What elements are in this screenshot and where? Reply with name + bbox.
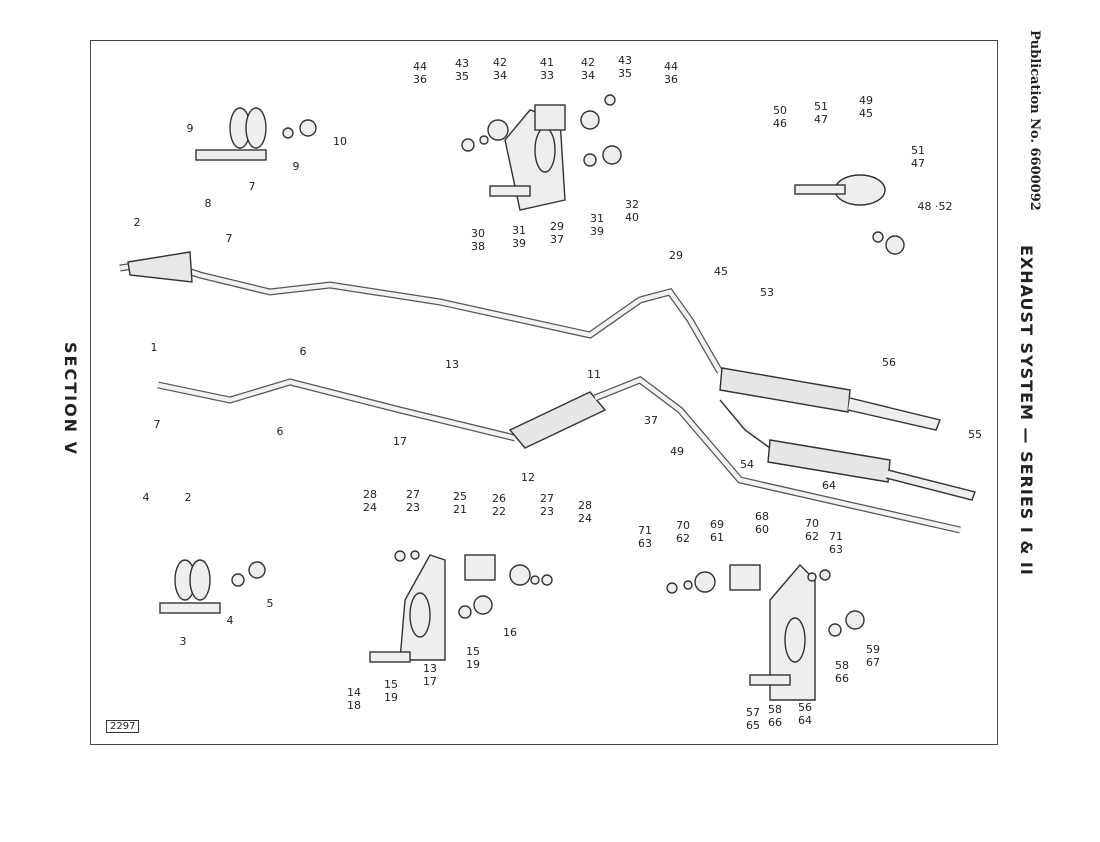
callout-36: 17 [393,435,407,448]
callout-62: 70 62 [805,517,819,543]
callout-2: 10 [333,135,347,148]
callout-64: 59 67 [866,643,880,669]
callout-17: 30 38 [471,227,485,253]
callout-7: 43 35 [455,57,469,83]
callout-66: 57 65 [746,706,760,732]
front-silencer [127,251,193,283]
tail-pipe-lower [719,399,976,501]
callout-24: 7 [225,232,233,245]
callout-23: 2 [133,216,141,229]
callout-67: 58 66 [768,703,782,729]
clamp-top-right [794,174,905,255]
callout-47: 28 24 [363,488,377,514]
callout-9: 41 33 [540,56,554,82]
callout-46: 3 [179,635,187,648]
callout-3: 9 [292,160,300,173]
mounting-bottom-right [666,563,865,701]
callout-49: 25 21 [453,490,467,516]
callout-15: 29 37 [550,220,564,246]
callout-32: 56 [882,356,896,369]
callout-51: 27 23 [540,492,554,518]
tail-pipe-upper [847,397,941,431]
callout-1: 9 [186,122,194,135]
callout-50: 26 22 [492,492,506,518]
intermediate-silencer [508,391,607,449]
callout-37: 12 [521,471,535,484]
callout-21: 51 47 [911,144,925,170]
callout-8: 42 34 [493,56,507,82]
callout-42: 4 [142,491,150,504]
callout-43: 2 [184,491,192,504]
callout-45: 4 [226,614,234,627]
callout-38: 37 [644,414,658,427]
callout-20: 49 45 [859,94,873,120]
callout-48: 27 23 [406,488,420,514]
rear-silencer [767,439,891,483]
callout-65: 58 66 [835,659,849,685]
callout-39: 49 [670,445,684,458]
callout-60: 69 61 [710,518,724,544]
callout-4: 7 [248,180,256,193]
callout-44: 5 [266,597,274,610]
clamp-bottom-left [159,559,266,614]
callout-6: 44 36 [413,60,427,86]
callout-18: 50 46 [773,104,787,130]
section-label: SECTION V [61,342,80,457]
callout-54: 15 19 [466,645,480,671]
callout-34: 7 [153,418,161,431]
callout-56: 14 18 [347,686,361,712]
callout-53: 16 [503,626,517,639]
callout-41: 64 [822,479,836,492]
callout-25: 1 [150,341,158,354]
callout-27: 13 [445,358,459,371]
callout-33: 55 [968,428,982,441]
figure-number: 2297 [106,720,140,733]
callout-28: 11 [587,368,601,381]
callout-58: 71 63 [638,524,652,550]
publication-number: Publication No. 6600092 [1027,30,1042,211]
callout-52: 28 24 [578,499,592,525]
callout-5: 8 [204,197,212,210]
callout-26: 6 [299,345,307,358]
diagram-frame [90,40,998,745]
callout-22: 48 ·52 [917,200,953,213]
callout-16: 31 39 [512,224,526,250]
callout-35: 6 [276,425,284,438]
callout-61: 68 60 [755,510,769,536]
callout-10: 42 34 [581,56,595,82]
callout-57: 15 19 [384,678,398,704]
callout-12: 44 36 [664,60,678,86]
callout-31: 53 [760,286,774,299]
silencer-upper [719,367,851,413]
callout-55: 13 17 [423,662,437,688]
mounting-bottom-center [369,550,553,663]
callout-29: 29 [669,249,683,262]
diagram-title: EXHAUST SYSTEM — SERIES I & II [1017,245,1036,576]
front-pipe-lower [157,378,516,442]
callout-14: 31 39 [590,212,604,238]
clamp-top-left [195,107,317,161]
callout-19: 51 47 [814,100,828,126]
callout-30: 45 [714,265,728,278]
mounting-top-center [461,94,622,211]
callout-63: 71 63 [829,530,843,556]
callout-13: 32 40 [625,198,639,224]
callout-68: 56 64 [798,701,812,727]
callout-40: 54 [740,458,754,471]
callout-11: 43 35 [618,54,632,80]
callout-59: 70 62 [676,519,690,545]
